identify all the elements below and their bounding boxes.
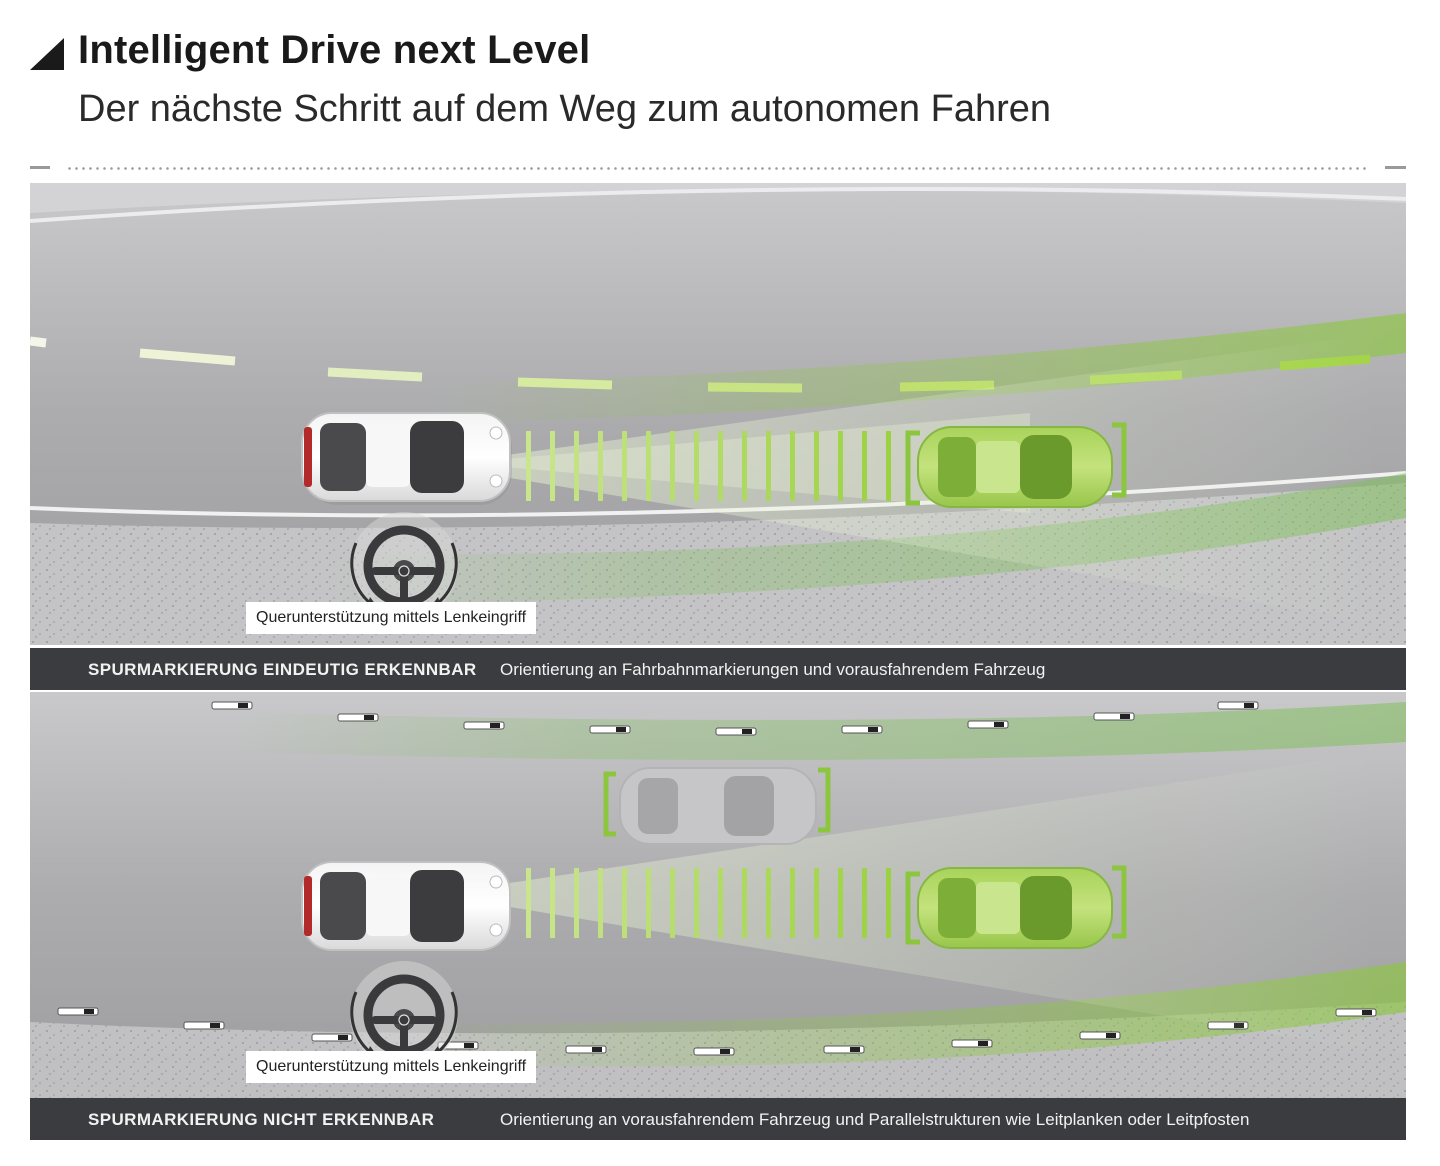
header-rule-right: [1385, 166, 1406, 169]
header-rule-left: [30, 166, 50, 169]
panel-1-bar: SPURMARKIERUNG EINDEUTIG ERKENNBAR Orien…: [30, 648, 1406, 690]
ego-vehicle: [301, 412, 512, 505]
steering-wheel-icon: [350, 512, 458, 620]
header-rule-dotted: [66, 167, 1368, 170]
callout-steering-assist-1: Querunterstützung mittels Lenkeingriff: [246, 602, 537, 634]
distance-stripes: [526, 431, 891, 501]
ego-vehicle: [301, 861, 511, 951]
panel-2-description: Orientierung an vorausfahrendem Fahrzeug…: [500, 1110, 1250, 1129]
header: Intelligent Drive next Level Der nächste…: [0, 0, 1440, 160]
panel-1-heading: SPURMARKIERUNG EINDEUTIG ERKENNBAR: [88, 660, 477, 679]
page-subtitle: Der nächste Schritt auf dem Weg zum auto…: [78, 88, 1052, 130]
guard-posts-top: [211, 701, 1259, 736]
panel-1-scene: [30, 183, 1406, 645]
panel-2-heading: SPURMARKIERUNG NICHT ERKENNBAR: [88, 1110, 435, 1129]
panel-1-description: Orientierung an Fahrbahnmarkierungen und…: [500, 660, 1046, 679]
panel-2-scene: [30, 692, 1406, 1099]
panel-2-bar: SPURMARKIERUNG NICHT ERKENNBAR Orientier…: [30, 1098, 1406, 1140]
distance-stripes: [526, 868, 891, 938]
callout-steering-assist-2: Querunterstützung mittels Lenkeingriff: [246, 1051, 537, 1083]
lead-vehicle: [905, 865, 1127, 949]
adjacent-vehicle: [603, 767, 831, 845]
lead-vehicle: [905, 422, 1127, 508]
triangle-marker-icon: [30, 38, 64, 70]
page-title: Intelligent Drive next Level: [78, 28, 591, 72]
